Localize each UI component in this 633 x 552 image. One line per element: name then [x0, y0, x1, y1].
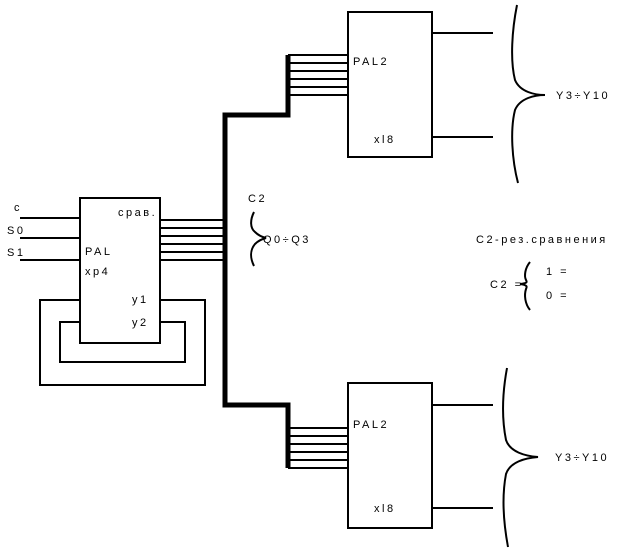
top-input-lines — [288, 54, 348, 96]
bottom-output-brace — [502, 367, 539, 548]
input-label-c: c — [14, 202, 22, 214]
main-output-lines — [160, 219, 225, 261]
input-label-s1: S1 — [7, 247, 25, 259]
main-block-subtitle: xp4 — [85, 266, 110, 278]
data-bus — [222, 55, 291, 468]
top-pal2-block — [347, 11, 433, 158]
top-block-subtitle: xl8 — [374, 134, 396, 146]
legend-brace — [519, 261, 531, 311]
main-output-label: срав. — [118, 207, 157, 219]
legend-title: C2-рез.сравнения — [476, 234, 608, 246]
main-pal-block — [79, 197, 161, 344]
bottom-block-outputs-label: Y3÷Y10 — [555, 452, 609, 464]
bus-range-label: Q0÷Q3 — [263, 234, 311, 246]
legend-lhs: C2 = — [490, 279, 524, 291]
legend-value-1: 1 = — [546, 266, 569, 278]
bus-label: C2 — [248, 193, 267, 205]
bottom-block-title: PAL2 — [353, 419, 389, 431]
bottom-input-lines — [288, 427, 348, 469]
input-lines — [20, 217, 80, 261]
top-block-outputs-label: Y3÷Y10 — [556, 90, 610, 102]
feedback-loop-inner — [59, 321, 186, 363]
legend-value-0: 0 = — [546, 290, 569, 302]
input-label-s0: S0 — [7, 225, 25, 237]
bus-brace — [250, 211, 267, 267]
main-block-y1-label: y1 — [132, 294, 149, 306]
feedback-loop-outer — [39, 299, 206, 386]
bottom-pal2-block — [347, 382, 433, 529]
top-output-brace — [511, 4, 546, 184]
main-block-y2-label: y2 — [132, 317, 149, 329]
top-block-title: PAL2 — [353, 56, 389, 68]
bottom-block-subtitle: xl8 — [374, 503, 396, 515]
main-block-title: PAL — [85, 246, 112, 258]
feedback-loops — [39, 299, 206, 386]
